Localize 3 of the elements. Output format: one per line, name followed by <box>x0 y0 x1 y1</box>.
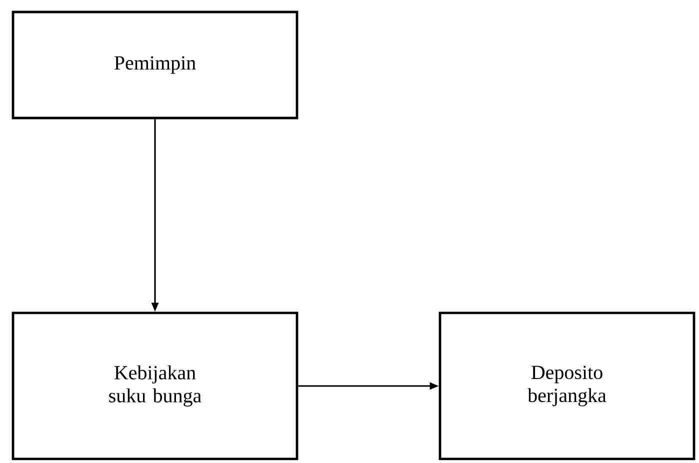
process-box: Deposito berjangka <box>438 312 696 460</box>
process-box: Kebijakan suku bunga <box>12 312 298 460</box>
process-box: Pemimpin <box>12 10 298 120</box>
